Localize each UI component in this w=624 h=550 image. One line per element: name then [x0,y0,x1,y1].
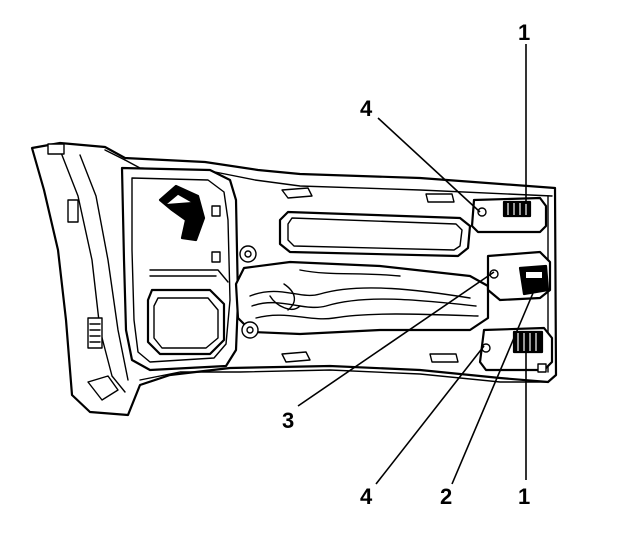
callout-3: 3 [282,408,294,433]
callout-1-top: 1 [518,20,530,45]
leader-2 [451,285,537,485]
callout-labels: 1 4 3 4 2 1 [282,20,530,509]
vent-slot [278,210,472,258]
callout-4-top: 4 [360,96,373,121]
leader-3 [297,271,495,407]
leader-4-bottom [375,345,485,485]
callout-1-bottom: 1 [518,484,530,509]
connector-middle [486,250,552,302]
callout-4-bottom: 4 [360,484,373,509]
connector-lower [478,326,554,373]
retainer-clips [281,187,459,363]
storage-bin [120,166,240,372]
wiring-harness [234,245,490,339]
leader-4-top [377,117,481,213]
callout-leaders [297,44,537,485]
callout-2: 2 [440,484,452,509]
connector-upper [470,196,548,234]
